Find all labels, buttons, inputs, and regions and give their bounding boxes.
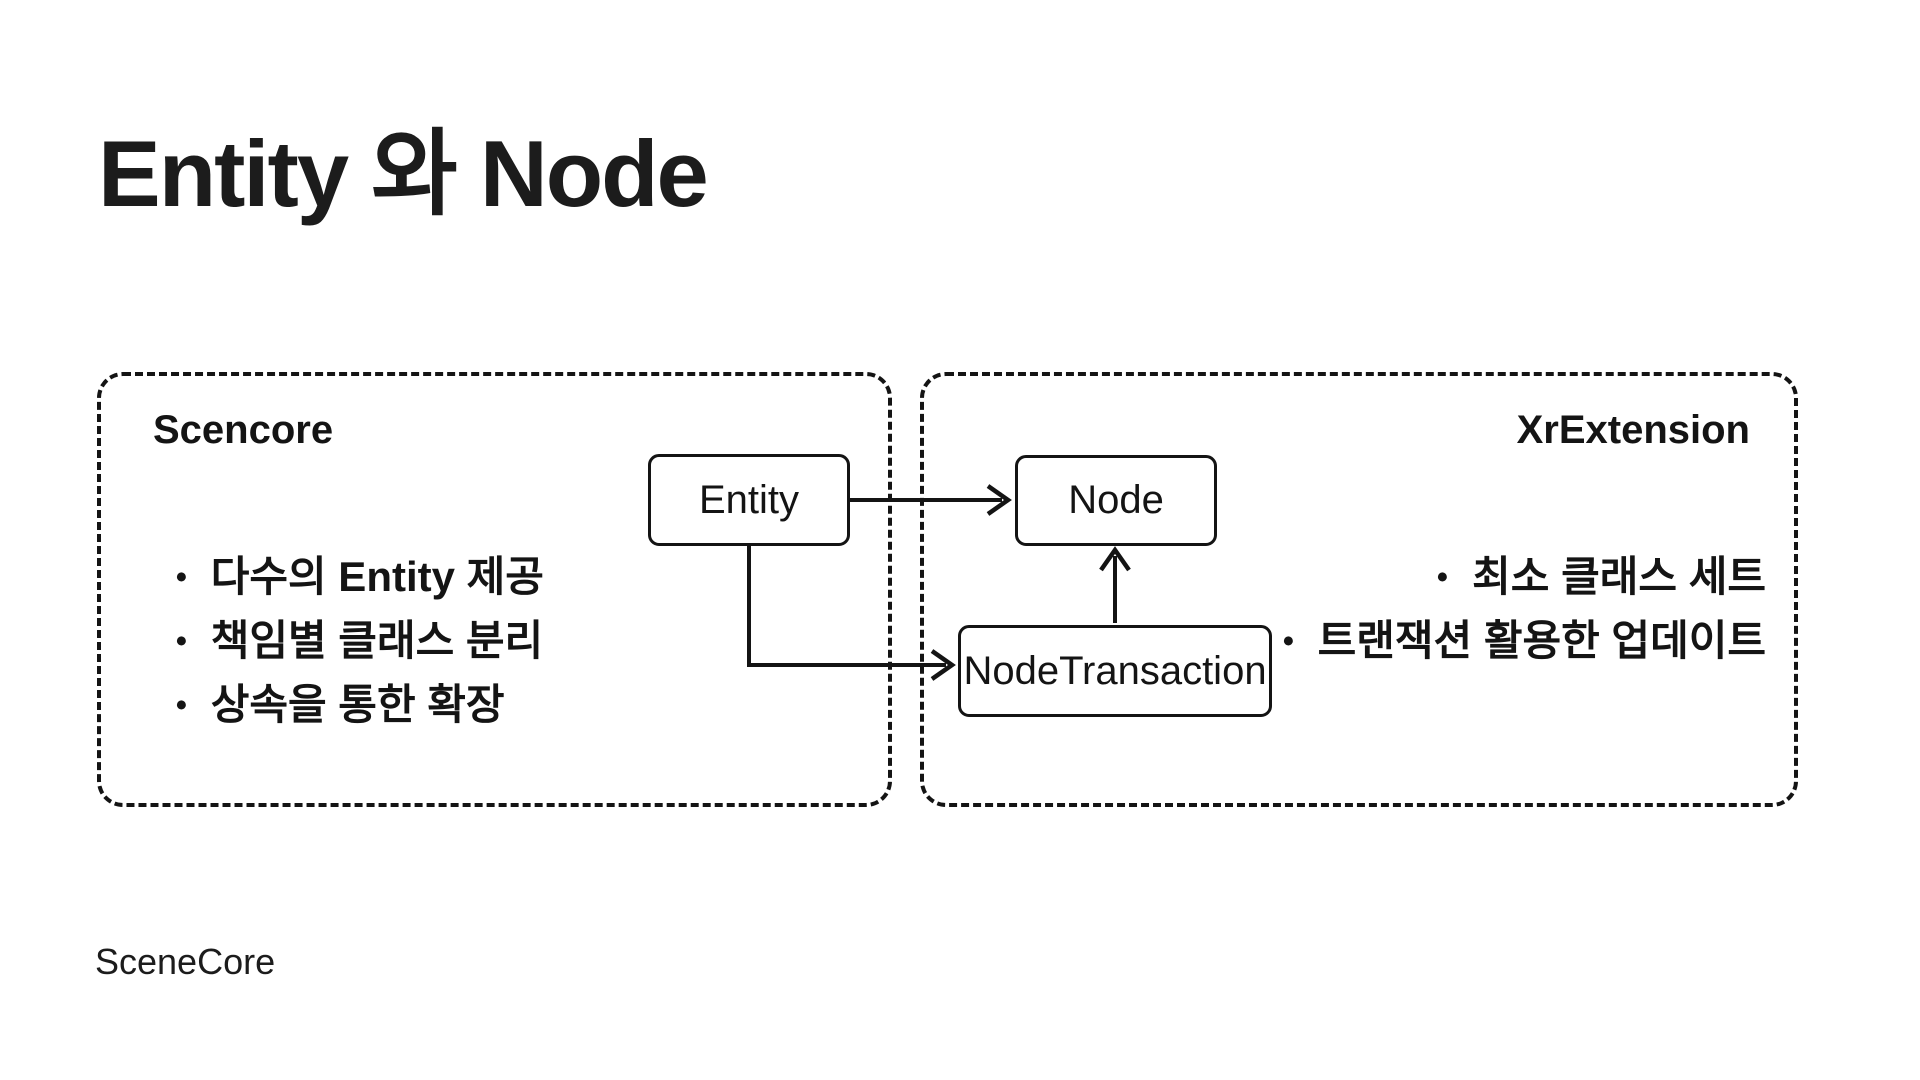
node-node-label: Node <box>1068 478 1164 522</box>
nodetransaction-node-box: NodeTransaction <box>958 625 1272 717</box>
bullet-item: 트랜잭션 활용한 업데이트 <box>1281 609 1766 673</box>
xrextension-panel: XrExtension 최소 클래스 세트 트랜잭션 활용한 업데이트 <box>920 372 1798 807</box>
nodetransaction-node-label: NodeTransaction <box>963 648 1267 693</box>
entity-node-label: Entity <box>698 477 800 522</box>
bullet-item: 다수의 Entity 제공 <box>174 545 544 609</box>
bullet-item: 상속을 통한 확장 <box>174 673 544 737</box>
bullet-item: 최소 클래스 세트 <box>1281 545 1766 609</box>
scencore-panel-label: Scencore <box>153 408 334 452</box>
entity-node-box: Entity <box>648 454 850 546</box>
scencore-bullet-list: 다수의 Entity 제공 책임별 클래스 분리 상속을 통한 확장 <box>174 545 544 737</box>
scencore-panel: Scencore 다수의 Entity 제공 책임별 클래스 분리 상속을 통한… <box>97 372 892 807</box>
footer-label: SceneCore <box>95 941 276 982</box>
xrextension-bullet-list: 최소 클래스 세트 트랜잭션 활용한 업데이트 <box>1281 545 1766 673</box>
node-node-box: Node <box>1015 455 1217 546</box>
bullet-item: 책임별 클래스 분리 <box>174 609 544 673</box>
page-title: Entity 와 Node <box>98 121 709 226</box>
xrextension-panel-label: XrExtension <box>1516 408 1750 452</box>
